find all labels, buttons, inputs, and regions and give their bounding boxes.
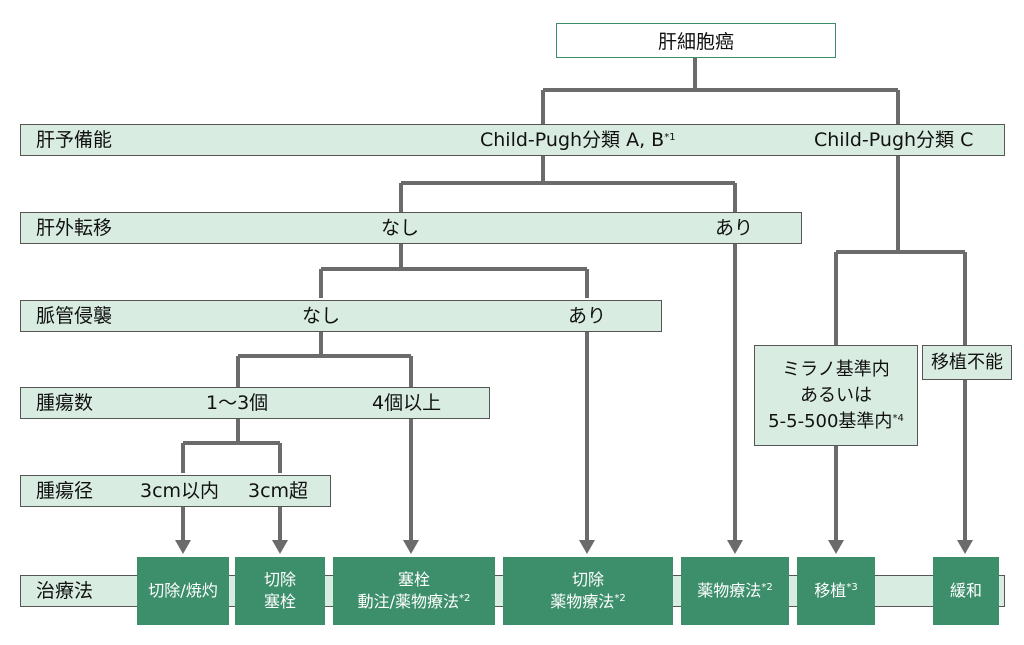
connector-vasc-none: [236, 332, 413, 387]
row-tumor-count-bar: [20, 387, 490, 419]
treatment-resection-drug: 切除 薬物療法*2: [503, 557, 673, 625]
connector-c: [834, 156, 967, 345]
treatment-resection-ablation: 切除/焼灼: [137, 557, 229, 625]
treatment-resection-ablation-line1: 切除/焼灼: [148, 581, 218, 600]
connector-ab: [399, 156, 737, 212]
option-tumor-count-many: 4個以上: [372, 392, 442, 414]
treatment-t5-line1: 薬物療法*2: [697, 580, 772, 602]
note-2: *2: [761, 582, 773, 593]
label-tumor-count: 腫瘍数: [36, 392, 94, 414]
label-vascular: 脈管侵襲: [36, 305, 113, 327]
treatment-resection-embolization: 切除 塞栓: [235, 557, 325, 625]
row-tumor-size-bar: [20, 475, 331, 507]
option-child-pugh-ab: Child-Pugh分類 A, B*1: [480, 126, 676, 154]
option-vascular-present: あり: [568, 305, 607, 327]
treatment-t3-line2: 動注/薬物療法*2: [358, 591, 471, 613]
milan-line3: 5-5-500基準内*4: [768, 409, 904, 435]
note-2: *2: [614, 593, 626, 604]
option-extrahepatic-present: あり: [715, 217, 754, 239]
label-extrahepatic: 肝外転移: [36, 217, 113, 239]
note-4: *4: [892, 412, 904, 424]
milan-line1: ミラノ基準内: [782, 358, 890, 380]
label-liver-reserve: 肝予備能: [36, 129, 113, 151]
option-tumor-size-large: 3cm超: [248, 480, 309, 502]
treatment-palliative: 緩和: [933, 557, 999, 625]
row-vascular-bar: [20, 300, 662, 332]
treatment-t3-line2-text: 動注/薬物療法: [357, 592, 460, 611]
treatment-t6-line1-text: 移植: [814, 581, 847, 600]
arrow-head-t7: [957, 540, 973, 554]
treatment-t4-line1: 切除: [571, 570, 604, 589]
treatment-t2-line1: 切除: [263, 570, 296, 589]
row-liver-reserve-bar: [20, 124, 1005, 156]
treatment-t5-line1-text: 薬物療法: [697, 581, 762, 600]
connector-count-few: [181, 419, 282, 473]
root-label: 肝細胞癌: [657, 31, 734, 53]
treatment-embolization-infusion-drug: 塞栓 動注/薬物療法*2: [333, 557, 495, 625]
treatment-transplant: 移植*3: [797, 557, 875, 625]
no-transplant-label: 移植不能: [931, 351, 1003, 373]
treatment-t3-line1: 塞栓: [397, 570, 430, 589]
arrow-head-t5: [727, 540, 743, 554]
milan-criteria-box: ミラノ基準内 あるいは 5-5-500基準内*4: [754, 345, 918, 446]
option-extrahepatic-none: なし: [381, 217, 420, 239]
connector-root: [541, 58, 900, 124]
option-child-pugh-c: Child-Pugh分類 C: [814, 129, 974, 151]
treatment-t4-line2: 薬物療法*2: [550, 591, 625, 613]
treatment-t7-line1: 緩和: [949, 581, 982, 600]
connector-extra-none: [319, 244, 589, 298]
arrow-head-t3: [403, 540, 419, 554]
row-extrahepatic-bar: [20, 212, 802, 244]
milan-line2: あるいは: [800, 384, 872, 406]
note-3: *3: [846, 582, 858, 593]
option-child-pugh-ab-text: Child-Pugh分類 A, B: [480, 129, 665, 151]
label-tumor-size: 腫瘍径: [36, 480, 94, 502]
arrow-head-t4: [579, 540, 595, 554]
treatment-drug-therapy: 薬物療法*2: [681, 557, 789, 625]
note-1: *1: [664, 132, 676, 143]
arrow-head-t6: [828, 540, 844, 554]
arrow-head-t2: [272, 540, 288, 554]
treatment-t6-line1: 移植*3: [814, 580, 857, 602]
label-treatment: 治療法: [36, 580, 94, 602]
arrow-head-t1: [175, 540, 191, 554]
treatment-t4-line2-text: 薬物療法: [550, 592, 615, 611]
option-vascular-none: なし: [302, 305, 341, 327]
note-2: *2: [459, 593, 471, 604]
no-transplant-box: 移植不能: [922, 345, 1012, 380]
milan-line3-text: 5-5-500基準内: [768, 410, 893, 432]
root-node: 肝細胞癌: [556, 23, 836, 58]
option-tumor-count-few: 1～3個: [206, 392, 269, 414]
option-tumor-size-small: 3cm以内: [140, 480, 220, 502]
treatment-t2-line2: 塞栓: [263, 592, 296, 611]
